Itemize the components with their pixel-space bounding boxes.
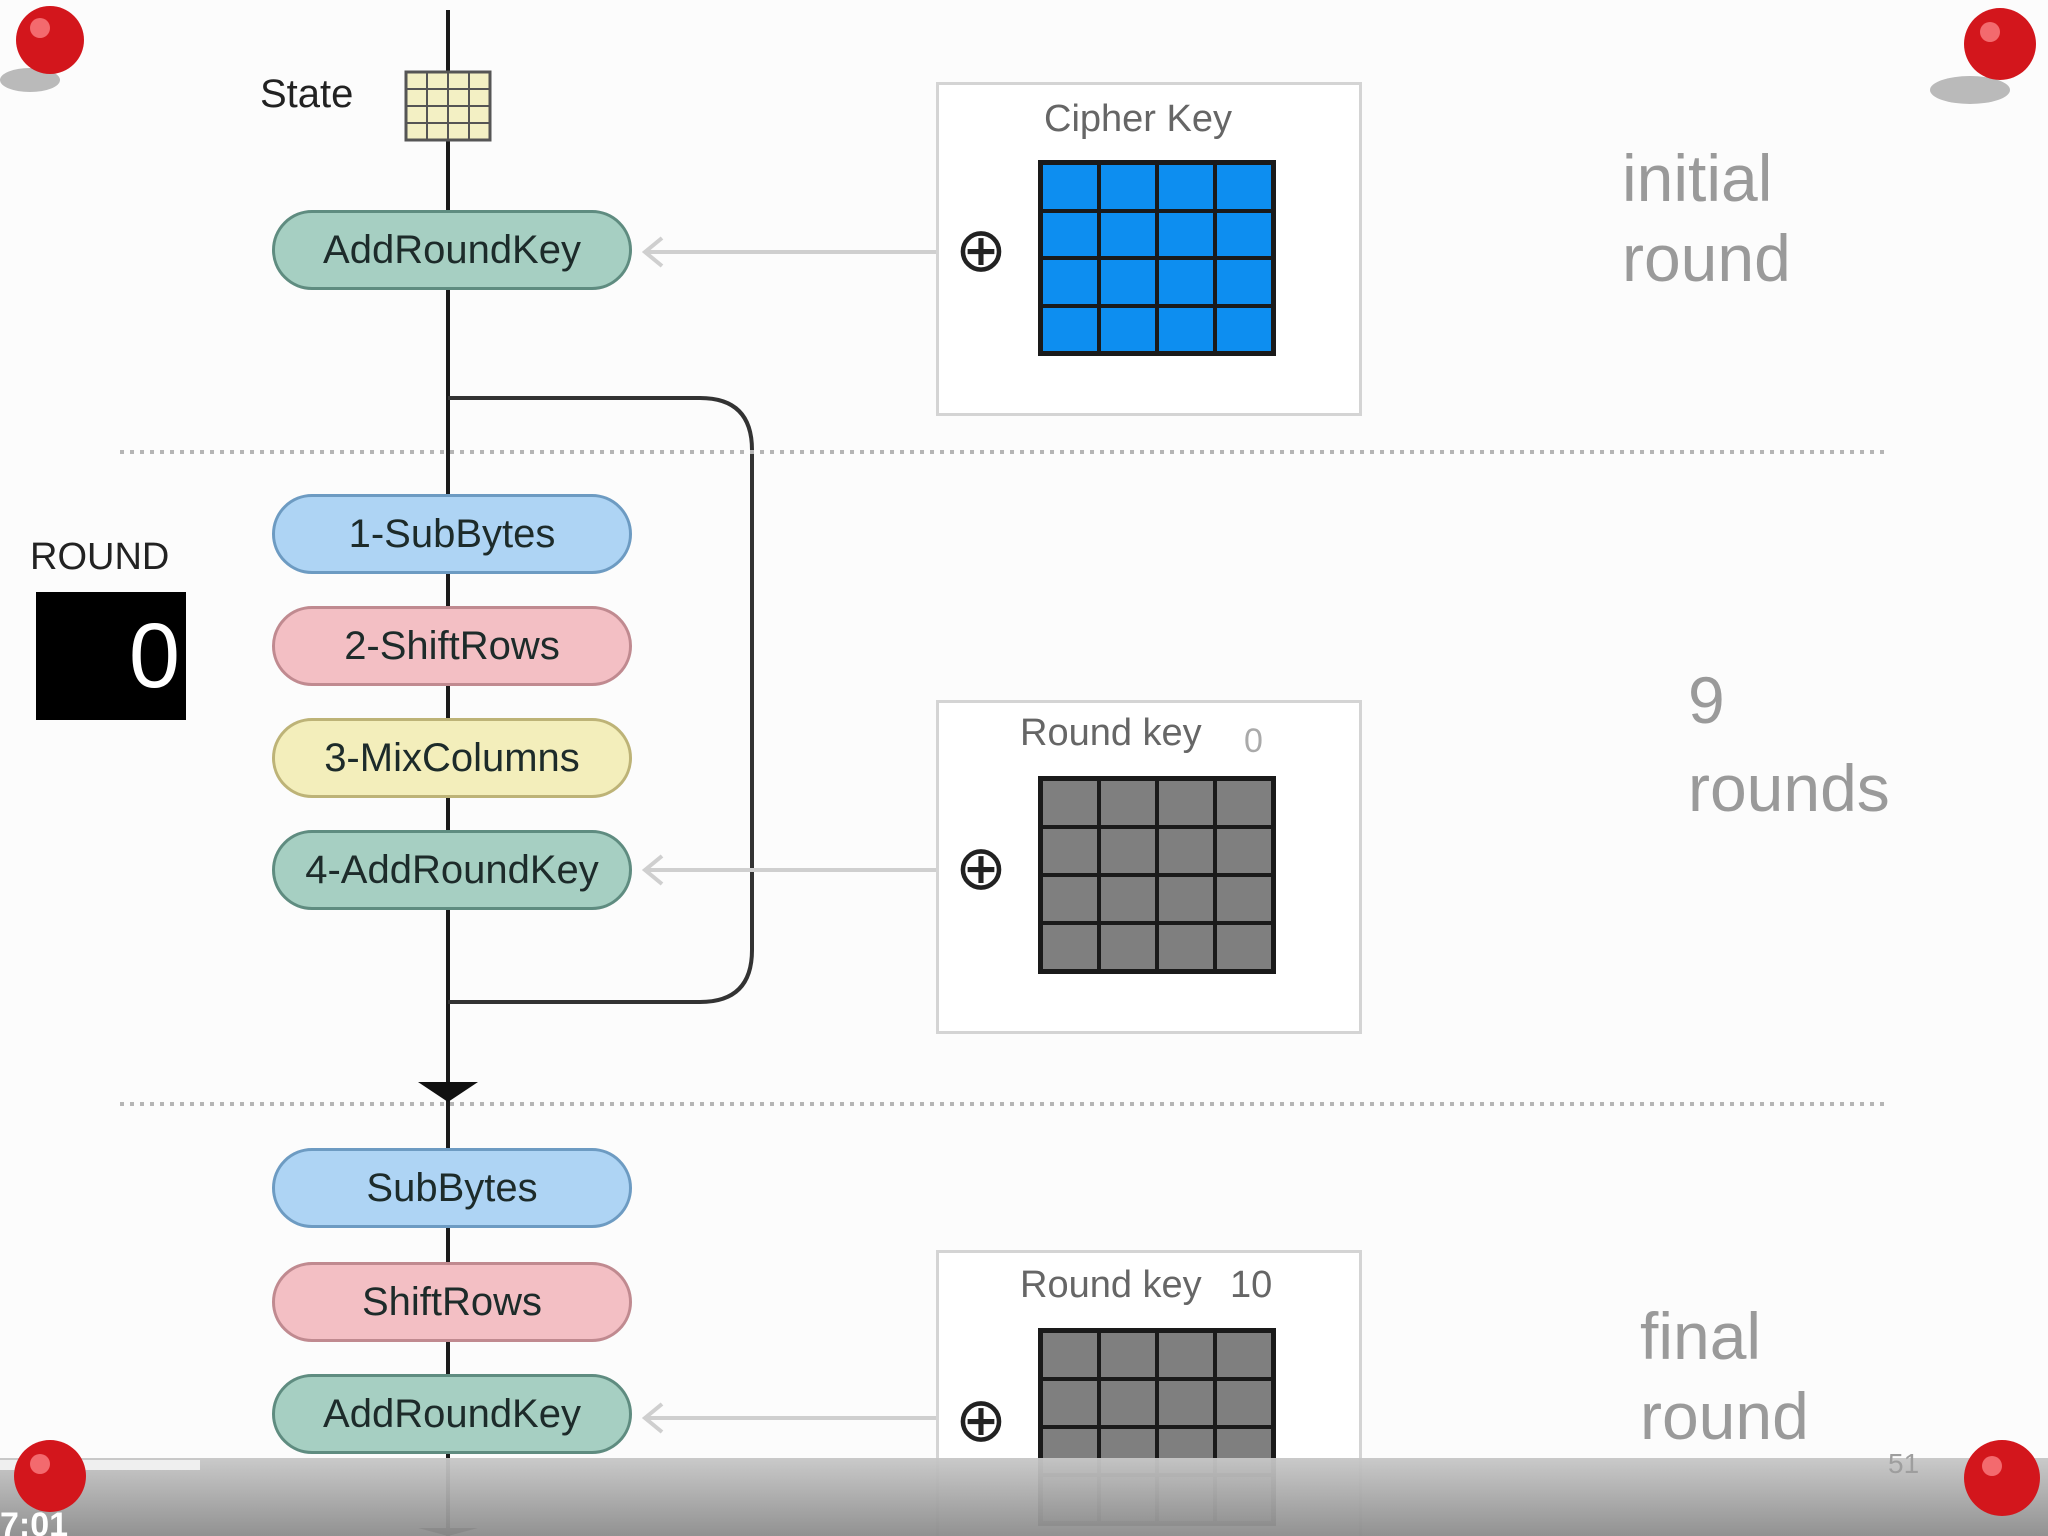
final-round-key-title: Round key bbox=[1020, 1264, 1202, 1306]
final-addroundkey-step: AddRoundKey bbox=[272, 1374, 632, 1454]
round-counter-value: 0 bbox=[36, 592, 186, 720]
mixcolumns-step: 3-MixColumns bbox=[272, 718, 632, 798]
round-counter-label: ROUND bbox=[30, 536, 170, 578]
round-key-grid bbox=[1038, 776, 1276, 974]
pushpin-icon bbox=[0, 6, 84, 92]
final-round-label-2: round bbox=[1640, 1379, 1809, 1453]
final-round-key-number: 10 bbox=[1230, 1264, 1273, 1306]
final-round-label-1: final bbox=[1640, 1299, 1762, 1373]
final-shiftrows-step: ShiftRows bbox=[272, 1262, 632, 1342]
addroundkey-initial-step: AddRoundKey bbox=[272, 210, 632, 290]
state-grid-icon bbox=[404, 70, 492, 142]
state-label: State bbox=[260, 72, 354, 116]
round-key-title: Round key bbox=[1020, 712, 1202, 754]
xor-icon: ⊕ bbox=[955, 834, 1007, 903]
final-subbytes-step: SubBytes bbox=[272, 1148, 632, 1228]
round-key-number: 0 bbox=[1244, 722, 1263, 760]
slide-number: 51 bbox=[1888, 1448, 1920, 1479]
subbytes-step: 1-SubBytes bbox=[272, 494, 632, 574]
xor-icon: ⊕ bbox=[955, 1386, 1007, 1455]
xor-icon: ⊕ bbox=[955, 216, 1007, 285]
shiftrows-step: 2-ShiftRows bbox=[272, 606, 632, 686]
pushpin-icon bbox=[1930, 8, 2036, 104]
addroundkey-step: 4-AddRoundKey bbox=[272, 830, 632, 910]
video-progress-bar[interactable] bbox=[0, 1460, 200, 1470]
cipher-key-title: Cipher Key bbox=[1044, 98, 1232, 140]
initial-round-label-2: round bbox=[1622, 221, 1791, 295]
cipher-key-grid bbox=[1038, 160, 1276, 356]
video-player-bar bbox=[0, 1458, 2048, 1536]
flow-arrowhead bbox=[418, 1082, 478, 1102]
middle-rounds-count: 9 bbox=[1688, 663, 1725, 737]
pushpin-icon bbox=[14, 1440, 86, 1512]
pushpin-icon bbox=[1964, 1440, 2040, 1516]
round-loop-line bbox=[448, 396, 754, 1004]
middle-rounds-label: rounds bbox=[1688, 751, 1890, 825]
initial-round-label-1: initial bbox=[1622, 141, 1773, 215]
